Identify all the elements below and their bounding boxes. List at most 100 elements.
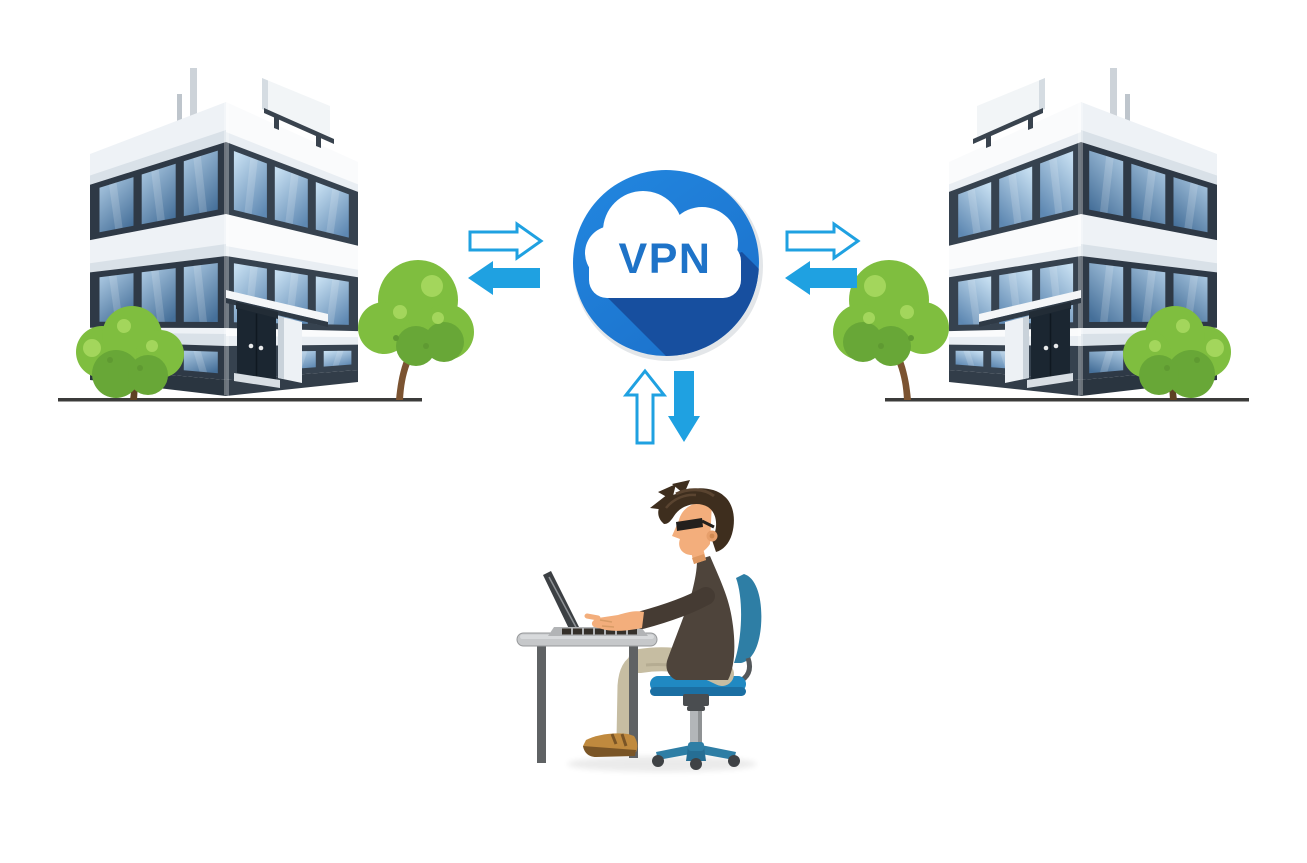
ground-line xyxy=(885,398,1249,402)
window-pane xyxy=(141,268,176,322)
window-glare xyxy=(967,279,981,325)
window-pane xyxy=(1089,150,1124,217)
wall-slab-shade xyxy=(90,130,226,185)
hair-streak xyxy=(675,488,715,498)
plinth xyxy=(949,370,1081,396)
window-glare xyxy=(193,155,207,214)
corner-edge xyxy=(1078,102,1083,396)
pillar-shade xyxy=(278,316,284,379)
window-pane xyxy=(183,263,218,322)
office-building-left-illustration xyxy=(58,68,474,402)
window-glare xyxy=(244,157,258,215)
wall-slab-shade xyxy=(226,246,358,278)
billboard-edge xyxy=(262,78,268,112)
tree-foliage xyxy=(843,322,883,362)
vpn-cloud-icon: VPN xyxy=(573,170,763,361)
window-glare xyxy=(1100,265,1114,322)
window-glare xyxy=(193,350,207,373)
tree-foliage xyxy=(863,312,875,324)
window-pane xyxy=(958,182,992,238)
window-glare xyxy=(109,182,123,230)
window-glare xyxy=(963,350,975,366)
window-pane xyxy=(274,166,308,228)
desk-leg xyxy=(537,645,546,763)
hair-streak xyxy=(665,493,697,509)
window-glare xyxy=(1100,350,1114,373)
bush-foliage xyxy=(1206,339,1224,357)
tree-foliage xyxy=(393,305,407,319)
window-pane xyxy=(1089,350,1124,374)
window-pane xyxy=(99,177,134,233)
corner-edge xyxy=(224,102,229,396)
arrow-solid-down-icon xyxy=(668,371,700,442)
window-pane xyxy=(315,182,349,238)
glasses-temple xyxy=(701,519,715,529)
window-pane xyxy=(183,150,218,217)
window-glare xyxy=(151,169,165,222)
hair-spike xyxy=(650,494,668,510)
chair-backrest xyxy=(734,574,762,663)
tree-foliage xyxy=(424,322,464,362)
bush-foliage xyxy=(1164,365,1170,371)
bush-foliage xyxy=(1149,340,1161,352)
entrance-canopy xyxy=(226,290,328,322)
window-pane xyxy=(999,166,1033,228)
arrow-outline-right-icon xyxy=(785,221,861,261)
wall-slab-shade xyxy=(949,246,1081,278)
wall-slab xyxy=(90,102,226,185)
entrance-step xyxy=(234,373,280,388)
billboard-leg xyxy=(1028,116,1033,130)
window-pane xyxy=(1131,268,1166,322)
billboard-leg xyxy=(316,134,321,148)
window-glare xyxy=(326,188,340,234)
caster-wheel xyxy=(652,755,664,767)
arrow-solid-left-icon xyxy=(785,261,857,295)
bush-foliage xyxy=(107,357,113,363)
window-glare xyxy=(1184,182,1198,230)
chair-seat-edge xyxy=(650,687,746,696)
sync-arrows-worker xyxy=(622,368,700,445)
tree-foliage xyxy=(878,343,884,349)
arrow-solid-left-icon xyxy=(468,261,540,295)
window-glare xyxy=(151,270,165,322)
door-handle xyxy=(258,345,264,351)
wall-slab-shade xyxy=(226,132,358,192)
bush-foliage xyxy=(1176,319,1190,333)
window-glare xyxy=(332,350,344,366)
billboard-leg xyxy=(274,116,279,130)
keyboard-keys xyxy=(562,628,637,635)
entrance-step xyxy=(1027,373,1073,388)
window-glare xyxy=(1142,270,1156,322)
window-pane xyxy=(315,276,349,325)
worker-torso xyxy=(666,556,735,680)
caster-wheel xyxy=(728,755,740,767)
plinth xyxy=(226,370,358,396)
bush-foliage xyxy=(83,339,101,357)
window-glare xyxy=(193,265,207,322)
window-pane xyxy=(955,350,984,367)
roof-billboard xyxy=(262,78,330,137)
pillar-shade xyxy=(1023,316,1029,379)
tree-foliage xyxy=(864,275,886,297)
wall-slab xyxy=(949,102,1081,192)
window-glare xyxy=(1100,155,1114,214)
bush-foliage xyxy=(128,355,168,395)
window-glare xyxy=(1142,169,1156,222)
billboard-leg xyxy=(986,134,991,148)
window-pane xyxy=(1040,151,1074,218)
window-pane xyxy=(1089,263,1124,322)
tree-foliage xyxy=(432,312,444,324)
sync-arrows-right xyxy=(785,221,861,295)
door-handle xyxy=(248,343,254,349)
window-glare xyxy=(1049,157,1063,215)
roof-billboard xyxy=(977,78,1045,137)
wall-slab-shade xyxy=(949,132,1081,192)
chair-base-leg xyxy=(696,744,736,760)
office-building-right-illustration xyxy=(833,68,1249,402)
bush-foliage xyxy=(1194,357,1200,363)
ground-line xyxy=(58,398,422,402)
arrow-outline-up-icon xyxy=(622,368,668,445)
wall-slab-shade xyxy=(1081,130,1217,185)
entrance-canopy xyxy=(979,290,1081,322)
